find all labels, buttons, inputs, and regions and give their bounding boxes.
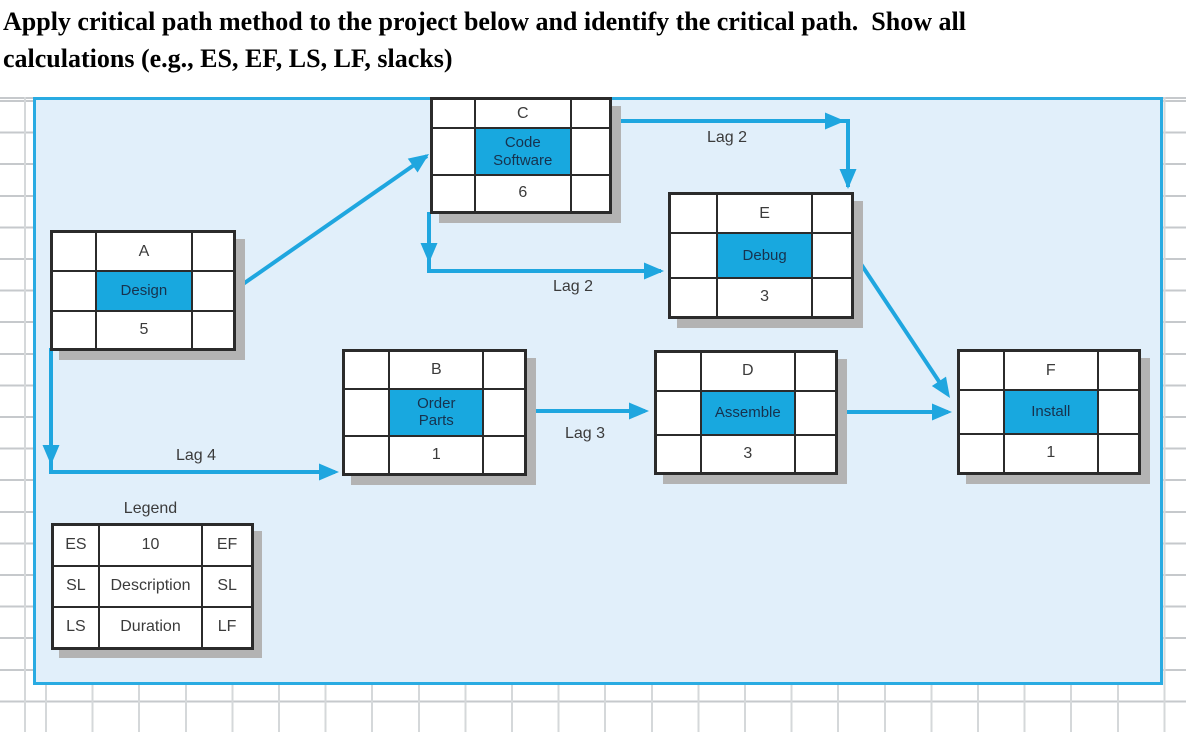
lag-label-3: Lag 3	[564, 425, 606, 442]
node-b-empty-cell	[483, 435, 525, 474]
legend-cell-lf: LF	[202, 606, 252, 648]
arrow-c-to-e-left-head	[420, 243, 438, 263]
node-d-empty-cell	[794, 390, 836, 436]
node-e-description: Debug	[717, 233, 812, 278]
arrow-c-to-e-top-head	[839, 169, 857, 189]
arrow-e-to-f-head	[931, 376, 950, 398]
node-a-empty-cell	[52, 310, 96, 349]
node-a-duration: 5	[95, 310, 193, 349]
node-a-letter: A	[95, 232, 193, 272]
node-f-letter: F	[1004, 351, 1098, 391]
node-f-empty-cell	[1097, 351, 1139, 391]
arrow-c-to-e-left-head	[644, 262, 664, 280]
node-b-letter: B	[389, 351, 484, 390]
lag-label-4: Lag 4	[175, 447, 217, 464]
node-e-empty-cell	[811, 277, 852, 317]
node-b-description: Order Parts	[389, 389, 484, 436]
node-f-empty-cell	[959, 351, 1004, 391]
arrow-d-to-f-head	[932, 403, 952, 421]
node-d-empty-cell	[656, 352, 701, 391]
legend-cell-value: 10	[98, 525, 203, 566]
node-e-empty-cell	[670, 277, 718, 317]
node-d-description: Assemble	[701, 390, 795, 436]
node-c-empty-cell	[432, 174, 475, 212]
legend-table: ES 10 EF SL Description SL LS Duration L…	[51, 523, 254, 650]
node-a-empty-cell	[52, 232, 96, 272]
node-e-empty-cell	[811, 233, 852, 278]
node-f-empty-cell	[1097, 390, 1139, 434]
arrow-b-to-d-head	[629, 402, 649, 420]
legend: Legend ES 10 EF SL Description SL LS Dur…	[51, 500, 254, 650]
node-c-description: Code Software	[474, 128, 571, 175]
legend-cell-ef: EF	[202, 525, 252, 566]
node-c-letter: C	[474, 99, 571, 129]
question-title: Apply critical path method to the projec…	[3, 3, 1183, 77]
lag-label-1: Lag 2	[706, 129, 748, 146]
node-b-empty-cell	[344, 435, 390, 474]
arrow-c-to-e-left	[427, 212, 661, 273]
node-b-empty-cell	[483, 389, 525, 436]
node-a-empty-cell	[192, 232, 234, 272]
node-f-description: Install	[1004, 390, 1098, 434]
node-d-empty-cell	[656, 390, 701, 436]
legend-cell-es: ES	[53, 525, 99, 566]
node-f-empty-cell	[1097, 433, 1139, 473]
node-e-empty-cell	[670, 194, 718, 234]
node-f-empty-cell	[959, 390, 1004, 434]
question-title-line1: Apply critical path method to the projec…	[3, 7, 966, 36]
node-a-empty-cell	[52, 271, 96, 311]
arrow-a-to-c-head	[407, 154, 429, 173]
lag-label-2: Lag 2	[552, 278, 594, 295]
arrow-a-to-b-head	[319, 463, 339, 481]
node-f-duration: 1	[1004, 433, 1098, 473]
node-c-empty-cell	[432, 99, 475, 129]
question-title-line2: calculations (e.g., ES, EF, LS, LF, slac…	[3, 44, 453, 73]
arrow-a-to-c	[231, 154, 429, 293]
legend-cell-sl-left: SL	[53, 565, 99, 607]
node-e-letter: E	[717, 194, 812, 234]
node-e-empty-cell	[811, 194, 852, 234]
node-d-duration: 3	[701, 435, 795, 473]
node-b-empty-cell	[344, 389, 390, 436]
node-d-empty-cell	[656, 435, 701, 473]
node-c-duration: 6	[474, 174, 571, 212]
node-d-empty-cell	[794, 352, 836, 391]
arrow-a-to-b-head	[42, 445, 60, 465]
legend-cell-duration: Duration	[98, 606, 203, 648]
node-c-empty-cell	[570, 174, 610, 212]
legend-cell-ls: LS	[53, 606, 99, 648]
node-c-empty-cell	[432, 128, 475, 175]
arrow-c-to-e-top-head	[825, 112, 845, 130]
node-d-letter: D	[701, 352, 795, 391]
legend-cell-sl-right: SL	[202, 565, 252, 607]
arrow-a-to-b	[49, 348, 335, 474]
node-e-empty-cell	[670, 233, 718, 278]
node-b-duration: 1	[389, 435, 484, 474]
node-c-empty-cell	[570, 99, 610, 129]
node-e-duration: 3	[717, 277, 812, 317]
node-c-empty-cell	[570, 128, 610, 175]
node-f-empty-cell	[959, 433, 1004, 473]
node-a-description: Design	[95, 271, 193, 311]
node-b-empty-cell	[344, 351, 390, 390]
arrow-e-to-f	[851, 250, 948, 394]
legend-cell-description: Description	[98, 565, 203, 607]
legend-title: Legend	[123, 500, 178, 517]
node-d-empty-cell	[794, 435, 836, 473]
node-b-empty-cell	[483, 351, 525, 390]
node-a-empty-cell	[192, 310, 234, 349]
node-a-empty-cell	[192, 271, 234, 311]
arrow-c-to-e-top	[608, 119, 850, 187]
